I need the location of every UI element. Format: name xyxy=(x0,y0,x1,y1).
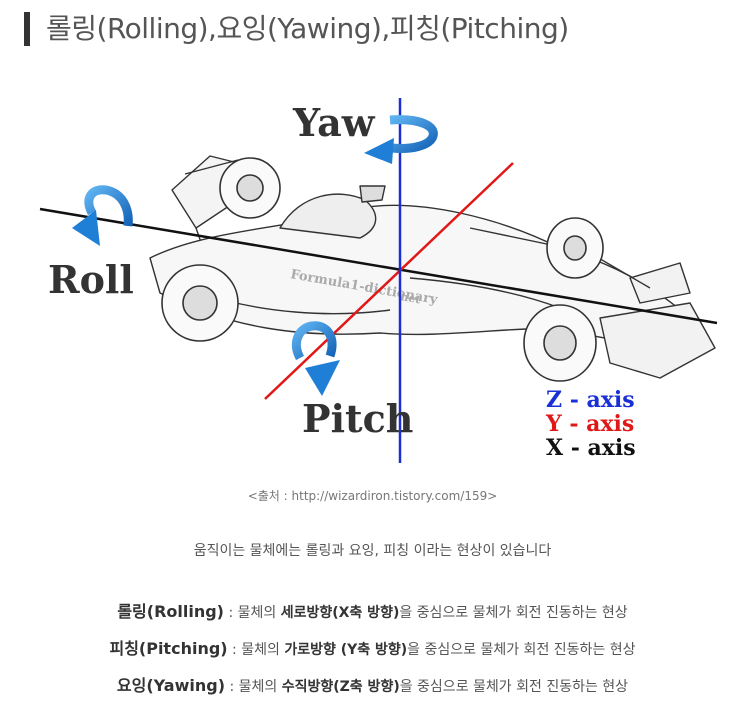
definition-axis: 세로방향(X축 방향) xyxy=(280,605,400,621)
pitch-label: Pitch xyxy=(302,396,413,441)
roll-label: Roll xyxy=(48,257,134,302)
yaw-label: Yaw xyxy=(292,100,376,145)
axis-legend: Z - axis Y - axis X - axis xyxy=(545,387,636,461)
definition-term: 요잉(Yawing) xyxy=(116,676,226,695)
car-watermark-text-2: net xyxy=(399,290,422,306)
heading-title: 롤링(Rolling),요잉(Yawing),피칭(Pitching) xyxy=(46,12,569,45)
definition-post: 을 중심으로 물체가 회전 진동하는 현상 xyxy=(399,679,629,695)
axis-diagram: Formula1-dictionary net Yaw Roll Pitch Z… xyxy=(39,98,718,463)
definition-term: 롤링(Rolling) xyxy=(117,602,224,621)
legend-y-axis: Y - axis xyxy=(545,411,634,437)
definition-axis: 가로방향 (Y축 방향) xyxy=(284,642,408,658)
heading: 롤링(Rolling),요잉(Yawing),피칭(Pitching) xyxy=(24,10,724,48)
definition-axis: 수직방향(Z축 방향) xyxy=(281,679,400,695)
definition-post: 을 중심으로 물체가 회전 진동하는 현상 xyxy=(399,605,628,621)
definitions-list: 롤링(Rolling) : 물체의 세로방향(X축 방향)을 중심으로 물체가 … xyxy=(0,600,745,711)
definition-rolling: 롤링(Rolling) : 물체의 세로방향(X축 방향)을 중심으로 물체가 … xyxy=(0,600,745,637)
legend-z-axis: Z - axis xyxy=(546,387,635,413)
legend-x-axis: X - axis xyxy=(546,435,636,461)
pitch-arrow-icon xyxy=(292,321,340,396)
roll-arrow-icon xyxy=(72,185,133,246)
heading-bar xyxy=(24,12,30,46)
x-axis-line xyxy=(39,207,718,325)
definition-pre: : 물체의 xyxy=(224,605,281,621)
car-wheels xyxy=(161,157,604,382)
definition-pitching: 피칭(Pitching) : 물체의 가로방향 (Y축 방향)을 중심으로 물체… xyxy=(0,637,745,674)
definition-term: 피칭(Pitching) xyxy=(109,639,228,658)
definition-post: 을 중심으로 물체가 회전 진동하는 현상 xyxy=(407,642,636,658)
y-axis-line xyxy=(264,162,514,400)
image-caption: <출처 : http://wizardiron.tistory.com/159> xyxy=(247,489,498,503)
yaw-arrow-icon xyxy=(364,115,438,164)
intro-text: 움직이는 물체에는 롤링과 요잉, 피칭 이라는 현상이 있습니다 xyxy=(193,543,552,559)
definition-pre: : 물체의 xyxy=(227,642,285,658)
definition-pre: : 물체의 xyxy=(225,679,282,695)
definition-yawing: 요잉(Yawing) : 물체의 수직방향(Z축 방향)을 중심으로 물체가 회… xyxy=(0,674,745,711)
